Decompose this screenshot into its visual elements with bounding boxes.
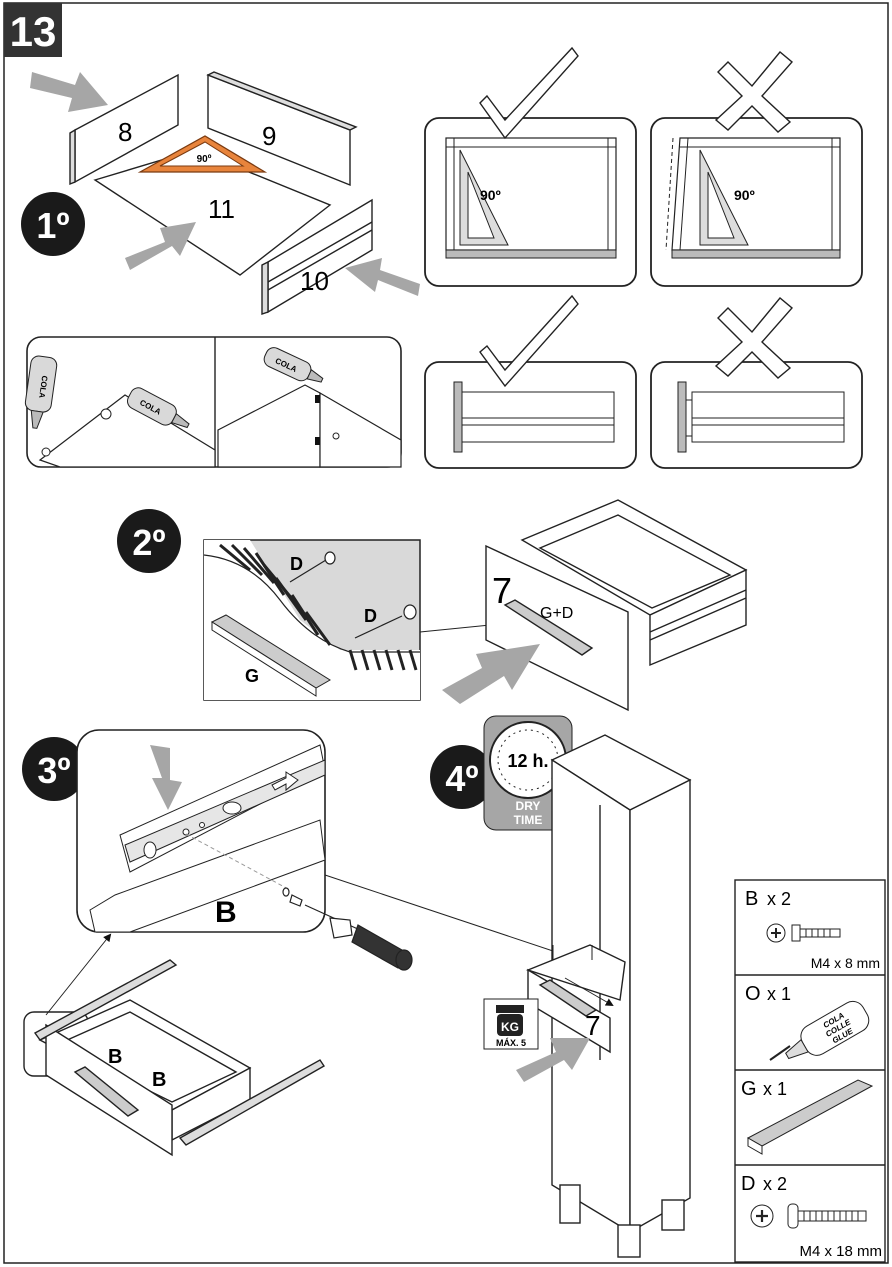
tall-cabinet xyxy=(525,734,692,1258)
svg-text:M4 x 8 mm: M4 x 8 mm xyxy=(811,955,880,971)
glue-bottle-icon: COLA COLLE GLUE xyxy=(769,1000,870,1061)
svg-text:D: D xyxy=(364,606,377,626)
handle-profile-icon xyxy=(746,1079,874,1155)
svg-text:B: B xyxy=(152,1069,166,1091)
cross-icon xyxy=(714,51,794,133)
runner-inset: B xyxy=(76,729,326,933)
check-icon xyxy=(479,46,579,140)
g-plus-d-label: G+D xyxy=(540,605,573,622)
glue-inset: COLA COLA COLA xyxy=(24,336,402,468)
step4-badge: 4º xyxy=(430,745,494,809)
step1-badge: 1º xyxy=(21,192,85,256)
svg-text:M4 x 18 mm: M4 x 18 mm xyxy=(799,1243,882,1260)
handle-inset: D D G xyxy=(203,539,421,701)
incorrect-back-cross xyxy=(650,297,863,469)
check-icon xyxy=(479,294,579,388)
svg-text:x 1: x 1 xyxy=(763,1079,787,1099)
svg-text:COLA: COLA xyxy=(37,375,49,399)
svg-text:x 1: x 1 xyxy=(767,984,791,1004)
drawer-step3 xyxy=(23,959,325,1157)
svg-text:TIME: TIME xyxy=(514,813,543,827)
svg-text:B: B xyxy=(745,888,758,910)
screw-long-icon xyxy=(750,1203,867,1229)
svg-text:D: D xyxy=(290,554,303,574)
svg-text:1º: 1º xyxy=(36,205,69,246)
panel-7-label-b: 7 xyxy=(585,1010,601,1041)
panel-7-label-a: 7 xyxy=(492,570,512,611)
panel-9-label: 9 xyxy=(262,121,276,151)
svg-text:90º: 90º xyxy=(734,187,755,203)
incorrect-square-cross: 90º xyxy=(650,51,863,287)
step2-badge: 2º xyxy=(117,509,181,573)
cross-icon xyxy=(714,297,794,379)
push-arrow xyxy=(516,1038,590,1082)
svg-text:KG: KG xyxy=(501,1020,519,1034)
svg-text:G: G xyxy=(245,666,259,686)
svg-text:4º: 4º xyxy=(445,758,478,799)
svg-text:2º: 2º xyxy=(132,522,165,563)
page-frame xyxy=(3,2,889,1264)
step3-badge: 3º xyxy=(22,737,86,801)
svg-text:x 2: x 2 xyxy=(767,889,791,909)
step-number-badge: 13 xyxy=(4,3,62,57)
square-angle-label: 90º xyxy=(197,154,212,165)
step-number: 13 xyxy=(10,8,57,55)
svg-text:3º: 3º xyxy=(37,750,70,791)
svg-text:90º: 90º xyxy=(480,187,501,203)
svg-text:MÁX. 5: MÁX. 5 xyxy=(496,1038,526,1048)
svg-text:O: O xyxy=(745,983,761,1005)
max-weight-badge: KG MÁX. 5 xyxy=(483,998,539,1050)
push-arrow xyxy=(442,644,540,704)
correct-back-check xyxy=(424,294,637,469)
set-square-icon: 90º xyxy=(137,135,268,173)
svg-text:B: B xyxy=(108,1046,122,1068)
svg-text:x 2: x 2 xyxy=(763,1174,787,1194)
svg-text:DRY: DRY xyxy=(516,799,541,813)
screwdriver-icon xyxy=(282,887,413,971)
step1-panels xyxy=(69,71,373,315)
screw-short-icon xyxy=(766,923,841,943)
drawer-step2 xyxy=(485,499,748,712)
svg-text:B: B xyxy=(215,896,237,929)
panel-10-label: 10 xyxy=(300,266,329,296)
svg-text:G: G xyxy=(741,1078,757,1100)
dry-time: 12 h. xyxy=(507,751,548,771)
svg-text:D: D xyxy=(741,1173,755,1195)
correct-square-check: 90º xyxy=(424,46,637,287)
push-arrow xyxy=(150,745,182,810)
push-arrows xyxy=(30,72,420,296)
parts-table: B x 2 M4 x 8 mm O x 1 COLA COLLE GLUE G … xyxy=(734,879,886,1263)
panel-11-label: 11 xyxy=(208,194,235,224)
panel-8-label: 8 xyxy=(118,117,132,147)
